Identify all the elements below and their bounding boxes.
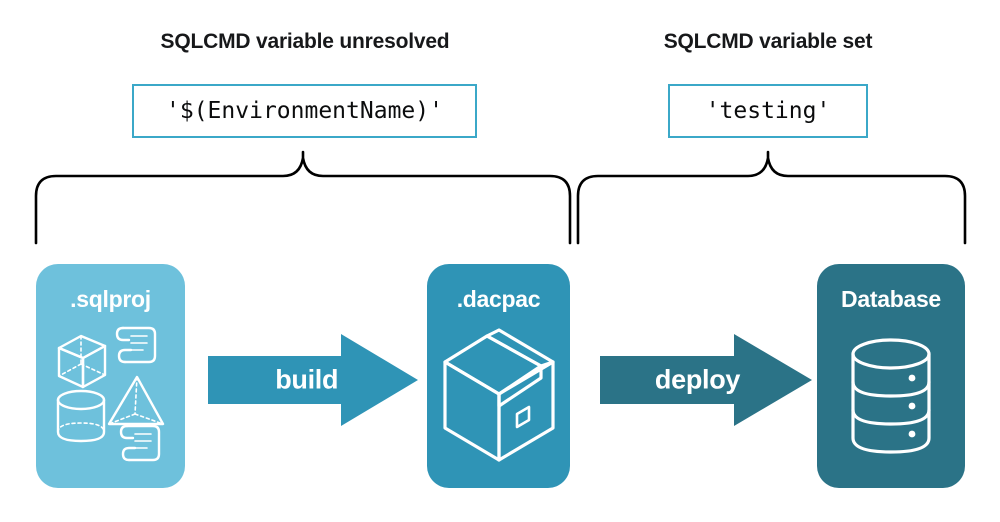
scroll-icon	[119, 424, 160, 461]
arrow-build[interactable]: build	[208, 334, 418, 426]
arrow-deploy-label: deploy	[654, 364, 741, 395]
cube-icon	[57, 334, 106, 388]
arrow-build-label: build	[275, 364, 339, 395]
database-icon-group	[817, 324, 965, 474]
sqlproj-icon-group	[36, 320, 185, 465]
arrow-deploy-shape	[600, 334, 812, 426]
artifact-box-sqlproj[interactable]: .sqlproj	[36, 264, 185, 488]
artifact-box-dacpac[interactable]: .dacpac	[427, 264, 570, 488]
section-title-right: SQLCMD variable set	[663, 30, 873, 53]
code-box-resolved-variable: 'testing'	[668, 84, 868, 138]
pyramid-icon	[107, 375, 164, 425]
artifact-label-database: Database	[841, 286, 941, 312]
brace-right	[576, 150, 967, 245]
artifact-label-dacpac: .dacpac	[456, 286, 541, 312]
brace-connectors	[34, 150, 967, 245]
dacpac-icon-group	[427, 316, 570, 476]
database-cylinder-icon	[851, 338, 931, 454]
cylinder-icon	[56, 389, 105, 442]
artifact-label-sqlproj: .sqlproj	[70, 286, 151, 312]
arrow-build-shape	[208, 334, 418, 426]
artifact-box-database[interactable]: Database	[817, 264, 965, 488]
code-box-unresolved-variable: '$(EnvironmentName)'	[132, 84, 477, 138]
brace-left	[34, 150, 572, 245]
section-title-left: SQLCMD variable unresolved	[160, 30, 450, 53]
scroll-icon	[115, 326, 156, 363]
package-box-icon	[442, 328, 555, 462]
arrow-deploy[interactable]: deploy	[600, 334, 812, 426]
